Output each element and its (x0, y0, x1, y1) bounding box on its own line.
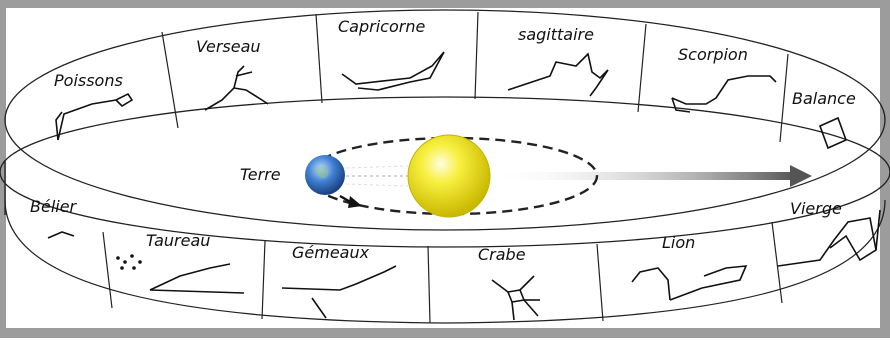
frame-right (880, 0, 890, 338)
earth-sun-dotted-line-lower (345, 183, 409, 187)
label-crabe: Crabe (478, 245, 526, 264)
label-poissons: Poissons (54, 71, 123, 90)
sun (407, 134, 491, 218)
label-terre: Terre (240, 165, 281, 184)
constellation-gemeaux (281, 265, 397, 319)
earth-sun-dotted-line-upper (345, 165, 409, 169)
constellation-balance (818, 116, 848, 150)
label-sagittaire: sagittaire (518, 25, 594, 44)
constellation-vierge (777, 209, 881, 267)
label-gemeaux: Gémeaux (292, 243, 370, 262)
upper-band-dividers (161, 11, 789, 143)
lower-band-dividers (102, 221, 783, 324)
constellation-scorpion (671, 75, 777, 113)
label-belier: Bélier (30, 197, 78, 216)
constellation-crabe (491, 275, 540, 321)
constellation-taureau (149, 263, 245, 294)
zodiac-outer-ellipse (4, 9, 886, 231)
label-lion: Lion (662, 233, 695, 252)
constellation-verseau (204, 65, 269, 111)
view-direction-arrow-shaft (490, 172, 795, 180)
label-capricorne: Capricorne (338, 17, 425, 36)
constellation-lion (631, 265, 748, 301)
constellation-sagittaire (507, 52, 609, 97)
label-taureau: Taureau (146, 231, 210, 250)
earth-landmass (315, 166, 329, 179)
constellation-taureau-cluster (116, 254, 142, 270)
frame-bottom (0, 328, 890, 338)
orbit-direction-arrowhead (348, 196, 362, 208)
constellation-poissons (55, 92, 134, 141)
ecliptic-inner-ellipse (0, 96, 890, 248)
label-scorpion: Scorpion (678, 45, 748, 64)
frame-left (0, 0, 6, 338)
label-balance: Balance (792, 89, 856, 108)
label-vierge: Vierge (790, 199, 842, 218)
view-direction-arrow-head (790, 165, 812, 187)
label-verseau: Verseau (196, 37, 261, 56)
zodiac-lower-edge (4, 199, 886, 324)
constellation-belier (47, 231, 75, 239)
frame-top (0, 0, 890, 8)
constellation-capricorne (341, 51, 445, 91)
